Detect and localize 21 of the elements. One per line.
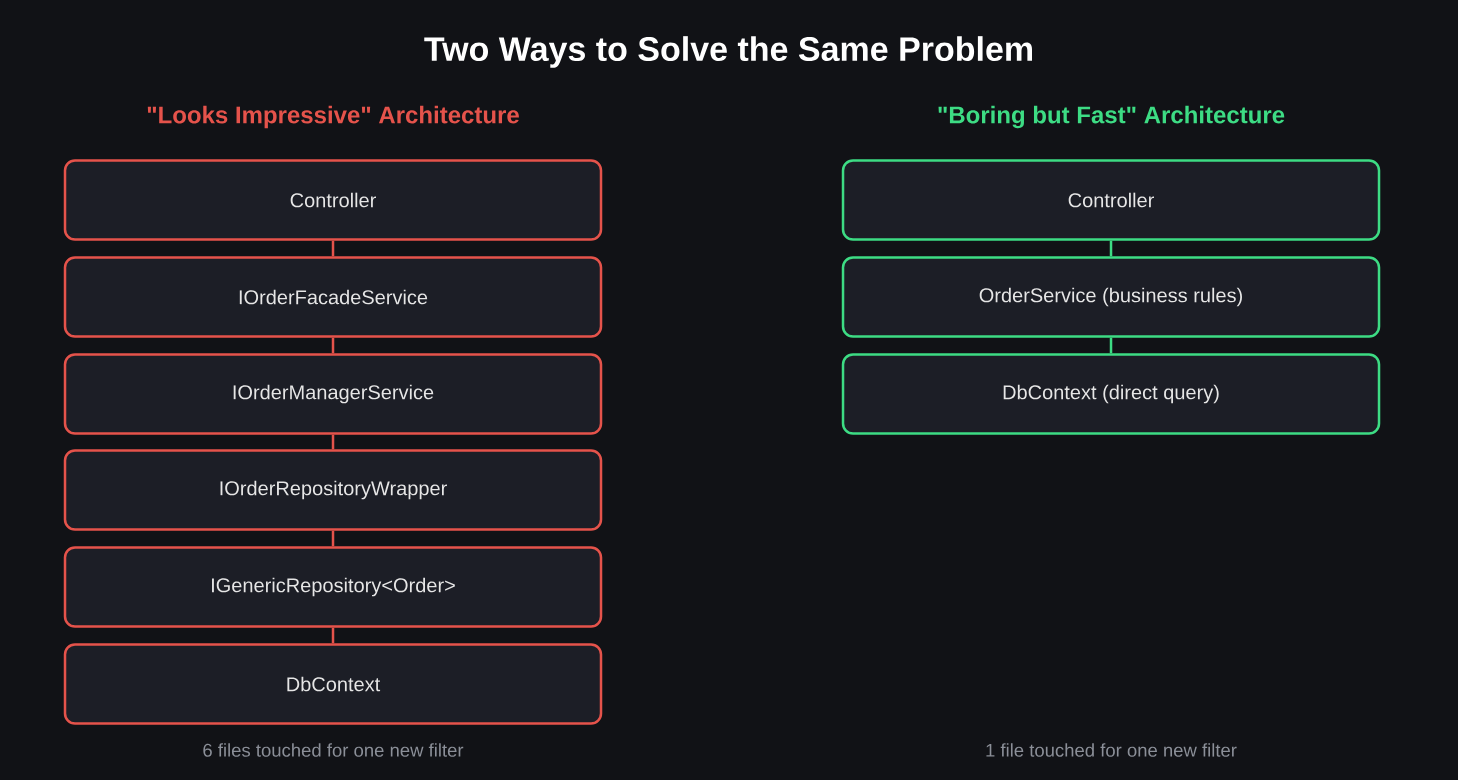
layer-box: IGenericRepository<Order> [63, 546, 603, 628]
footnote: 1 file touched for one new filter [986, 743, 1237, 757]
layer-box: OrderService (business rules) [841, 256, 1381, 338]
layer-box: Controller [841, 159, 1381, 241]
footnote: 6 files touched for one new filter [203, 743, 464, 757]
connector-line [331, 240, 335, 257]
connector-line [331, 337, 335, 354]
connector-line [1109, 240, 1113, 257]
column-heading: "Boring but Fast" Architecture [938, 105, 1285, 129]
layer-box: DbContext [63, 643, 603, 725]
connector-line [331, 434, 335, 450]
connector-line [331, 530, 335, 547]
connector-line [1109, 337, 1113, 354]
layer-box: IOrderManagerService [63, 353, 603, 435]
connector-line [331, 627, 335, 644]
layer-box: Controller [63, 159, 603, 241]
layer-box: DbContext (direct query) [841, 353, 1381, 435]
layer-box: IOrderRepositoryWrapper [63, 449, 603, 531]
title: Two Ways to Solve the Same Problem [424, 36, 1032, 68]
column-heading: "Looks Impressive" Architecture [147, 105, 519, 129]
layer-box: IOrderFacadeService [63, 256, 603, 338]
